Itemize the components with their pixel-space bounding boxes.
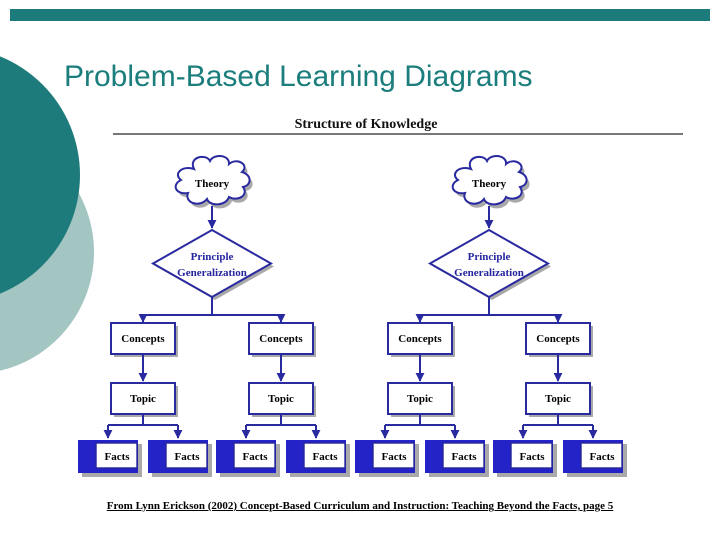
principle-diamond [427,228,551,299]
theory-label: Theory [195,178,230,190]
topic-label: Topic [130,393,156,405]
diagram-heading: Structure of Knowledge [295,117,438,132]
facts-label: Facts [519,451,545,463]
citation: From Lynn Erickson (2002) Concept-Based … [106,500,614,512]
facts-unit: Facts [563,440,627,477]
facts-label: Facts [174,451,200,463]
facts-box [233,442,276,469]
topic-box [248,382,314,415]
connector-line [246,414,316,426]
connector-line [108,414,178,426]
facts-box [442,442,485,469]
connector-line [523,414,593,426]
facts-box [303,442,346,469]
tree-left: Theory Principle Generalization Concepts… [78,154,350,477]
topic-box [110,382,176,415]
facts-box [510,442,553,469]
concepts-box [110,322,176,355]
facts-box [95,442,138,469]
topic-label: Topic [545,393,571,405]
facts-unit: Facts [493,440,557,477]
facts-unit: Facts [148,440,212,477]
connector-line [143,297,281,316]
concepts-label: Concepts [121,333,165,345]
concepts-box [248,322,314,355]
facts-label: Facts [104,451,130,463]
facts-box [580,442,623,469]
concepts-label: Concepts [398,333,442,345]
principle-label-line2: Generalization [177,267,247,279]
topic-label: Topic [407,393,433,405]
concepts-box [525,322,591,355]
facts-unit: Facts [286,440,350,477]
concepts-label: Concepts [259,333,303,345]
principle-diamond [150,228,274,299]
connector-line [385,414,455,426]
facts-box [372,442,415,469]
concepts-label: Concepts [536,333,580,345]
theory-label: Theory [472,178,507,190]
topic-label: Topic [268,393,294,405]
principle-label-line1: Principle [191,251,234,263]
top-accent-bar [10,9,710,21]
connector-line [420,297,558,316]
facts-label: Facts [381,451,407,463]
facts-label: Facts [242,451,268,463]
facts-unit: Facts [78,440,142,477]
facts-unit: Facts [355,440,419,477]
facts-label: Facts [451,451,477,463]
facts-unit: Facts [425,440,489,477]
facts-label: Facts [589,451,615,463]
principle-label-line2: Generalization [454,267,524,279]
facts-unit: Facts [216,440,280,477]
tree-right: Theory Principle Generalization Concepts… [355,154,627,477]
slide-title: Problem-Based Learning Diagrams [64,60,533,93]
facts-label: Facts [312,451,338,463]
facts-box [165,442,208,469]
topic-box [387,382,453,415]
principle-label-line1: Principle [468,251,511,263]
